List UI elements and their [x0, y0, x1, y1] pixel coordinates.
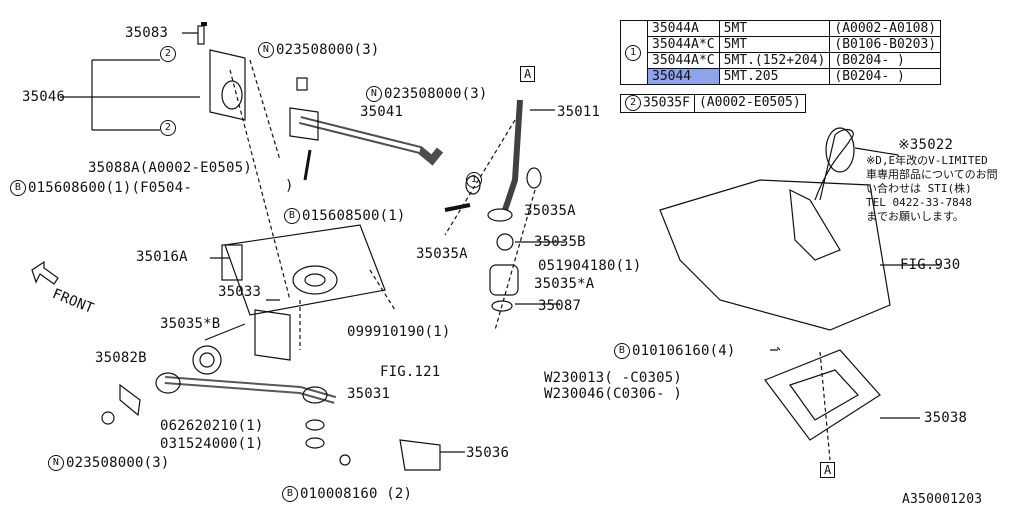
note-line-2: 車専用部品についてのお問 [866, 168, 998, 181]
block-35033 [254, 309, 291, 361]
table-row[interactable]: 35044 5MT.205 (B0204- ) [621, 68, 942, 85]
label-35033: 35033 [218, 284, 262, 300]
group-1-marker: 1 [620, 20, 648, 85]
label-35041: 35041 [360, 104, 404, 120]
diagram-id: A350001203 [902, 492, 983, 507]
note-line-3: い合わせは STI(株) [866, 182, 972, 195]
row-part-highlighted[interactable]: 35044 [647, 68, 720, 85]
row-range: (B0204- ) [829, 52, 942, 69]
label-35038: 35038 [924, 410, 968, 426]
label-35035a-left: 35035A [416, 246, 468, 262]
bracket-35046 [209, 49, 246, 121]
callout-1: 1 [466, 172, 484, 188]
label-fig930[interactable]: FIG.930 [900, 257, 961, 273]
row-range: (A0002-E0505) [693, 94, 806, 113]
row-range: (A0002-A0108) [829, 20, 942, 37]
row-part: 35044A [647, 20, 720, 37]
label-35031: 35031 [347, 386, 391, 402]
label-35011: 35011 [557, 104, 601, 120]
row-spec: 5MT [718, 20, 831, 37]
label-35088a: 35088A(A0002-E0505) [88, 160, 252, 176]
label-35022: ※35022 [898, 137, 954, 153]
shift-knob [825, 127, 855, 173]
plate-35038 [764, 349, 881, 441]
table-row: 35044A*C 5MT.(152+204) (B0204- ) [621, 52, 942, 69]
bracket-35036 [399, 439, 441, 471]
parts-table: 1 35044A 5MT (A0002-A0108) 35044A*C 5MT … [620, 20, 942, 85]
ref-a-bottom: A [820, 462, 836, 478]
note-line-4: TEL 0422-33-7848 [866, 196, 972, 209]
row-spec: 5MT.(152+204) [718, 52, 831, 69]
label-062620210: 062620210(1) [160, 418, 264, 434]
bushing [221, 80, 243, 110]
row-range: (B0204- ) [829, 68, 942, 85]
label-051904180: 051904180(1) [538, 258, 642, 274]
label-w230046: W230046(C0306- ) [544, 386, 683, 402]
label-031524000: 031524000(1) [160, 436, 264, 452]
sti-note: ※D,E年改のV-LIMITED 車専用部品についてのお問 い合わせは STI(… [866, 154, 998, 224]
shift-lever [502, 99, 523, 211]
console-fig930 [659, 179, 891, 331]
label-fig121[interactable]: FIG.121 [380, 364, 441, 380]
row-range: (B0106-B0203) [829, 36, 942, 53]
boot-35035xa [489, 264, 519, 296]
ref-a-top: A [520, 66, 536, 82]
label-35046: 35046 [22, 89, 66, 105]
label-35082b: 35082B [95, 350, 147, 366]
label-35083: 35083 [125, 25, 169, 41]
table-row: 35044A*C 5MT (B0106-B0203) [621, 36, 942, 53]
table-row: 1 35044A 5MT (A0002-A0108) [620, 20, 942, 85]
label-35087: 35087 [538, 298, 582, 314]
row-spec: 5MT [718, 36, 831, 53]
housing-35016a [224, 224, 386, 316]
row-spec: 5MT.205 [718, 68, 831, 85]
label-35035xa: 35035*A [534, 276, 595, 292]
callout-2-top: 2 [160, 46, 178, 62]
row-part: 35044A*C [647, 52, 720, 69]
pin-35083 [197, 25, 205, 45]
callout-2-bottom: 2 [160, 120, 178, 136]
label-35035a-right: 35035A [524, 203, 576, 219]
label-35035b: 35035B [534, 234, 586, 250]
note-line-5: までお願いします。 [866, 210, 964, 223]
label-099910190: 099910190(1) [347, 324, 451, 340]
label-w230013: W230013( -C0305) [544, 370, 683, 386]
row-part: 35044A*C [647, 36, 720, 53]
label-35036: 35036 [466, 445, 510, 461]
label-35016a: 35016A [136, 249, 188, 265]
note-line-1: ※D,E年改のV-LIMITED [866, 154, 988, 167]
label-b015608600-end: ) [285, 178, 294, 194]
label-35035xb: 35035*B [160, 316, 221, 332]
